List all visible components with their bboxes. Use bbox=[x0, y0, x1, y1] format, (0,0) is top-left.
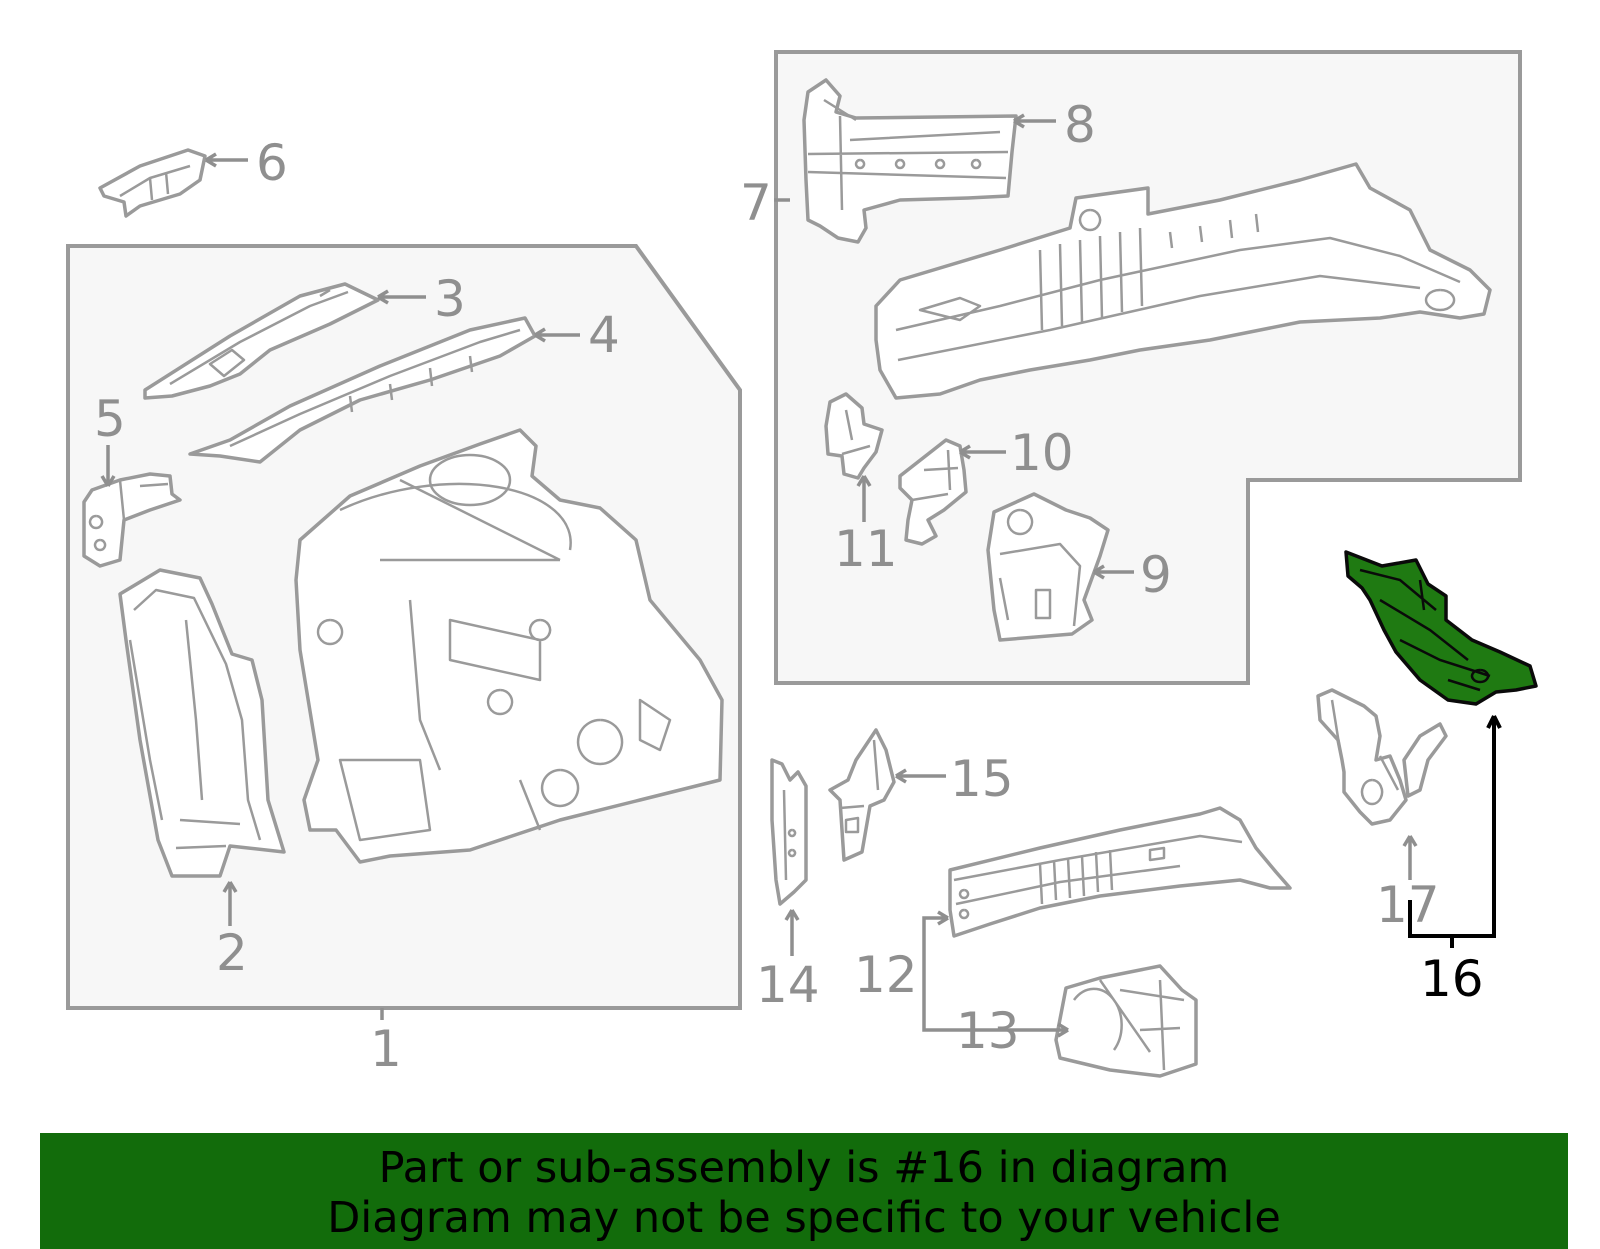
leader-lines bbox=[100, 113, 1502, 1038]
part-4[interactable] bbox=[188, 316, 537, 464]
info-banner: Part or sub-assembly is #16 in diagram D… bbox=[40, 1133, 1568, 1249]
callout-14: 14 bbox=[756, 956, 820, 1014]
callout-15: 15 bbox=[950, 750, 1014, 808]
callout-4: 4 bbox=[588, 306, 620, 364]
callout-9: 9 bbox=[1140, 546, 1172, 604]
banner-line-2: Diagram may not be specific to your vehi… bbox=[327, 1193, 1281, 1243]
banner-line-1: Part or sub-assembly is #16 in diagram bbox=[378, 1143, 1230, 1193]
part-1[interactable] bbox=[294, 428, 724, 864]
callout-11: 11 bbox=[834, 520, 898, 578]
callout-5: 5 bbox=[94, 390, 126, 448]
part-8[interactable] bbox=[802, 78, 1018, 244]
part-17[interactable] bbox=[1316, 688, 1448, 826]
part-13[interactable] bbox=[1054, 964, 1198, 1078]
callout-1: 1 bbox=[370, 1020, 402, 1078]
part-12[interactable] bbox=[948, 806, 1292, 938]
part-14[interactable] bbox=[770, 758, 808, 906]
part-9[interactable] bbox=[986, 492, 1110, 642]
part-7-rail[interactable] bbox=[874, 162, 1492, 400]
part-16[interactable] bbox=[1344, 550, 1538, 706]
callout-7: 7 bbox=[740, 174, 772, 232]
callout-8: 8 bbox=[1064, 96, 1096, 154]
part-2[interactable] bbox=[118, 568, 286, 878]
part-6[interactable] bbox=[98, 148, 207, 218]
callout-10: 10 bbox=[1010, 424, 1074, 482]
callout-6: 6 bbox=[256, 134, 288, 192]
callout-12: 12 bbox=[854, 946, 918, 1004]
part-10[interactable] bbox=[898, 438, 968, 546]
callout-labels: 1 2 3 4 5 6 7 8 9 10 11 12 13 14 15 16 1… bbox=[94, 96, 1484, 1078]
callout-17: 17 bbox=[1376, 876, 1440, 934]
part-11[interactable] bbox=[824, 392, 884, 480]
part-3[interactable] bbox=[143, 282, 380, 400]
callout-13: 13 bbox=[956, 1002, 1020, 1060]
callout-3: 3 bbox=[434, 270, 466, 328]
callout-16: 16 bbox=[1420, 950, 1484, 1008]
callout-2: 2 bbox=[216, 924, 248, 982]
part-5[interactable] bbox=[82, 472, 182, 568]
part-15[interactable] bbox=[828, 728, 896, 862]
